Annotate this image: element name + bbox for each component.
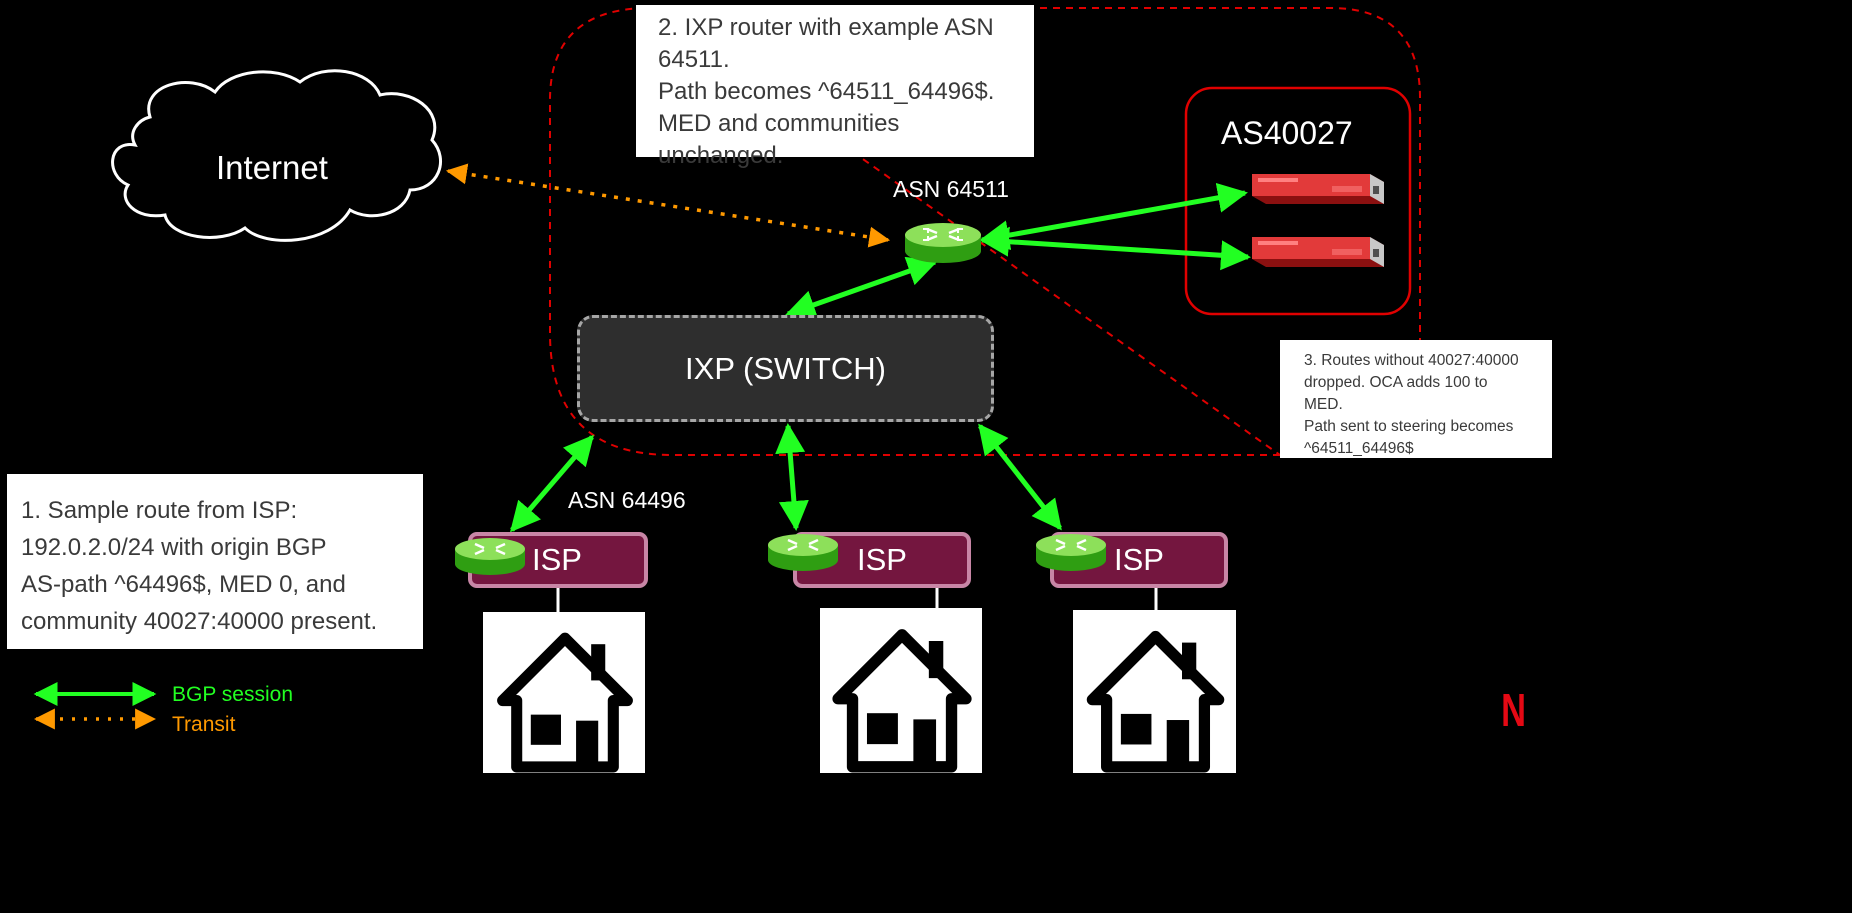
ixp-switch-label: IXP (SWITCH) [685,350,886,386]
bgp-link-switch-isp-2 [775,423,809,531]
note-line: ^64511_64496$ [1304,440,1414,457]
server-icon [1252,237,1384,267]
ixp-region-boundary [549,6,1421,456]
isp-label: ISP [532,542,582,577]
netflix-logo-icon: N [1501,684,1527,736]
house-icon [1086,630,1225,773]
bgp-link-switch-router [785,256,938,320]
isp-asn-label: ASN 64496 [568,487,686,513]
note-line: MED and communities unchanged. [658,110,900,169]
home [1073,610,1236,773]
note-line: 192.0.2.0/24 with origin BGP [21,534,327,561]
bgp-link-switch-isp-1 [510,434,594,533]
server-icon [1252,174,1384,204]
home [483,612,645,773]
legend-bgp-label: BGP session [172,683,294,706]
note-line: 1. Sample route from ISP: [21,497,298,524]
note-line: 64511. [658,46,730,73]
note-line: Path becomes ^64511_64496$. [658,78,995,105]
as40027-label: AS40027 [1221,115,1353,151]
legend-transit-label: Transit [172,713,236,736]
note-line: AS-path ^64496$, MED 0, and [21,571,346,598]
note-line: 3. Routes without 40027:40000 [1304,352,1519,369]
transit-link [445,163,891,248]
bgp-link-router-server-2 [979,226,1251,271]
isp-label: ISP [1114,542,1164,577]
note-line: dropped. OCA adds 100 to MED. [1304,374,1488,413]
isp-label: ISP [857,542,907,577]
oca-routes-note: 3. Routes without 40027:40000 dropped. O… [1280,340,1552,458]
house-icon [832,629,972,773]
note-line: Path sent to steering becomes [1304,418,1514,435]
internet-label: Internet [216,149,328,186]
note-line: community 40027:40000 present. [21,608,378,635]
note-line: 2. IXP router with example ASN [658,14,994,41]
ixp-router-note: 2. IXP router with example ASN 64511. Pa… [636,5,1034,169]
bgp-link-switch-isp-3 [978,423,1062,531]
isp-route-note: 1. Sample route from ISP: 192.0.2.0/24 w… [7,474,423,649]
isp-box: ISP [793,532,971,588]
bgp-link-router-server-1 [979,182,1248,251]
isp-box: ISP [1050,532,1228,588]
router-icon [903,221,983,265]
cloud-icon [111,69,442,242]
ixp-router-asn-label: ASN 64511 [893,176,1009,202]
ixp-switch: IXP (SWITCH) [577,315,994,422]
home [820,608,982,773]
house-icon [497,632,633,773]
isp-box: ISP [468,532,648,588]
